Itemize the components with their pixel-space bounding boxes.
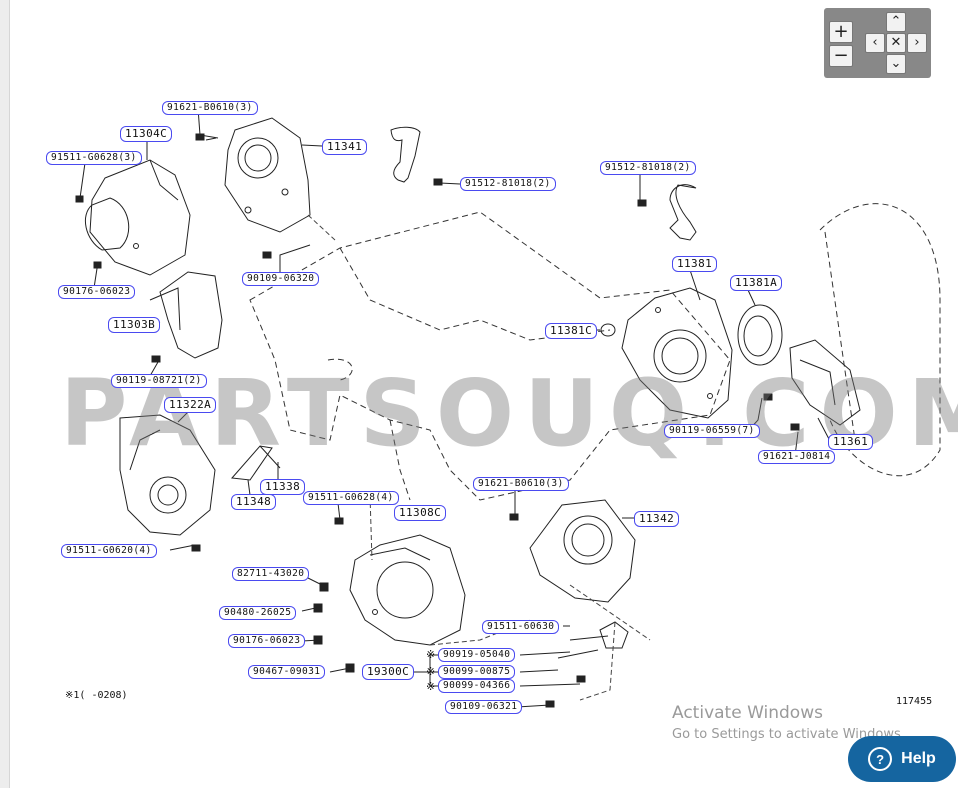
exploded-parts-diagram	[75, 107, 941, 708]
pan-left-button[interactable]: ‹	[865, 33, 885, 53]
cover-11304c	[84, 159, 191, 276]
assembly-lines	[307, 214, 651, 701]
zoom-out-button[interactable]: −	[829, 45, 853, 67]
part-label-11303b[interactable]: 11303B	[108, 317, 161, 333]
part-label-82711-43020[interactable]: 82711-43020	[232, 567, 310, 581]
housing-11381	[621, 287, 733, 419]
pan-right-button[interactable]: ›	[907, 33, 927, 53]
part-label-91511-g0628-4[interactable]: 91511-G0628(4)	[303, 491, 399, 505]
part-label-90099-00875[interactable]: 90099-00875	[438, 665, 516, 679]
part-label-91621-b0610-3-top[interactable]: 91621-B0610(3)	[162, 101, 258, 115]
footnote: ※1( -0208)	[65, 690, 128, 701]
part-label-90119-06559-7[interactable]: 90119-06559(7)	[664, 424, 760, 438]
bolt-symbols	[75, 133, 800, 708]
part-label-91621-j0814[interactable]: 91621-J0814	[758, 450, 836, 464]
part-label-91511-g0620-4[interactable]: 91511-G0620(4)	[61, 544, 157, 558]
part-label-91621-b0610-3-mid[interactable]: 91621-B0610(3)	[473, 477, 569, 491]
left-scrollbar[interactable]	[0, 0, 10, 788]
part-label-11348[interactable]: 11348	[231, 494, 277, 510]
help-button[interactable]: ? Help	[848, 736, 956, 782]
part-label-90176-06023-a[interactable]: 90176-06023	[58, 285, 136, 299]
part-label-90176-06023-b[interactable]: 90176-06023	[228, 634, 306, 648]
part-label-11381a[interactable]: 11381A	[730, 275, 783, 291]
part-label-11381[interactable]: 11381	[672, 256, 718, 272]
part-label-11304c[interactable]: 11304C	[120, 126, 173, 142]
part-label-91511-60630[interactable]: 91511-60630	[482, 620, 560, 634]
part-label-90480-26025[interactable]: 90480-26025	[219, 606, 297, 620]
part-label-11308c[interactable]: 11308C	[394, 505, 447, 521]
part-label-90467-09031[interactable]: 90467-09031	[248, 665, 326, 679]
part-label-90919-05040[interactable]: 90919-05040	[438, 648, 516, 662]
activation-title: Activate Windows	[672, 703, 823, 723]
note-mark-2: ※	[426, 665, 436, 678]
part-label-91511-g0628-3[interactable]: 91511-G0628(3)	[46, 151, 142, 165]
pan-down-button[interactable]: ⌄	[886, 54, 906, 74]
footnote-text: ( -0208)	[79, 690, 128, 701]
sensor-19300c	[557, 621, 629, 659]
plate-11303b	[149, 271, 223, 359]
engine-block-outline	[249, 203, 941, 501]
footnote-mark: ※1	[65, 690, 80, 701]
cover-11322a	[119, 414, 216, 536]
note-mark-3: ※	[426, 680, 436, 693]
diagram-code: 117455	[896, 696, 933, 707]
note-mark-1: ※	[426, 648, 436, 661]
part-label-11341[interactable]: 11341	[322, 139, 368, 155]
bracket-hooks	[390, 126, 697, 241]
part-label-91512-81018-2-b[interactable]: 91512-81018(2)	[600, 161, 696, 175]
help-label: Help	[901, 750, 936, 767]
gasket-11341	[224, 117, 311, 233]
part-label-11342[interactable]: 11342	[634, 511, 680, 527]
part-label-19300c[interactable]: 19300C	[362, 664, 415, 680]
part-label-11381c[interactable]: 11381C	[545, 323, 598, 339]
gasket-11342	[529, 499, 636, 603]
part-label-11361[interactable]: 11361	[828, 434, 874, 450]
pan-up-button[interactable]: ⌃	[886, 12, 906, 32]
part-label-91512-81018-2-a[interactable]: 91512-81018(2)	[460, 177, 556, 191]
part-label-90109-06321[interactable]: 90109-06321	[445, 700, 523, 714]
activation-subtitle: Go to Settings to activate Windows.	[672, 727, 905, 742]
question-icon: ?	[868, 747, 893, 771]
zoom-pan-control: + − ⌃ ‹ ✕ › ⌄	[824, 8, 931, 78]
cover-11308c	[349, 534, 466, 646]
reset-view-button[interactable]: ✕	[886, 33, 906, 53]
oil-seal-11381a	[737, 304, 783, 366]
windows-activation-notice: Activate Windows Go to Settings to activ…	[672, 703, 905, 742]
part-label-90109-06320[interactable]: 90109-06320	[242, 272, 320, 286]
bracket-11348	[230, 445, 281, 481]
part-label-90119-08721-2[interactable]: 90119-08721(2)	[111, 374, 207, 388]
part-label-90099-04366[interactable]: 90099-04366	[438, 679, 516, 693]
part-label-11338[interactable]: 11338	[260, 479, 306, 495]
plate-11361	[789, 339, 861, 426]
zoom-in-button[interactable]: +	[829, 21, 853, 43]
part-label-11322a[interactable]: 11322A	[164, 397, 217, 413]
o-ring-11381c	[600, 323, 616, 337]
